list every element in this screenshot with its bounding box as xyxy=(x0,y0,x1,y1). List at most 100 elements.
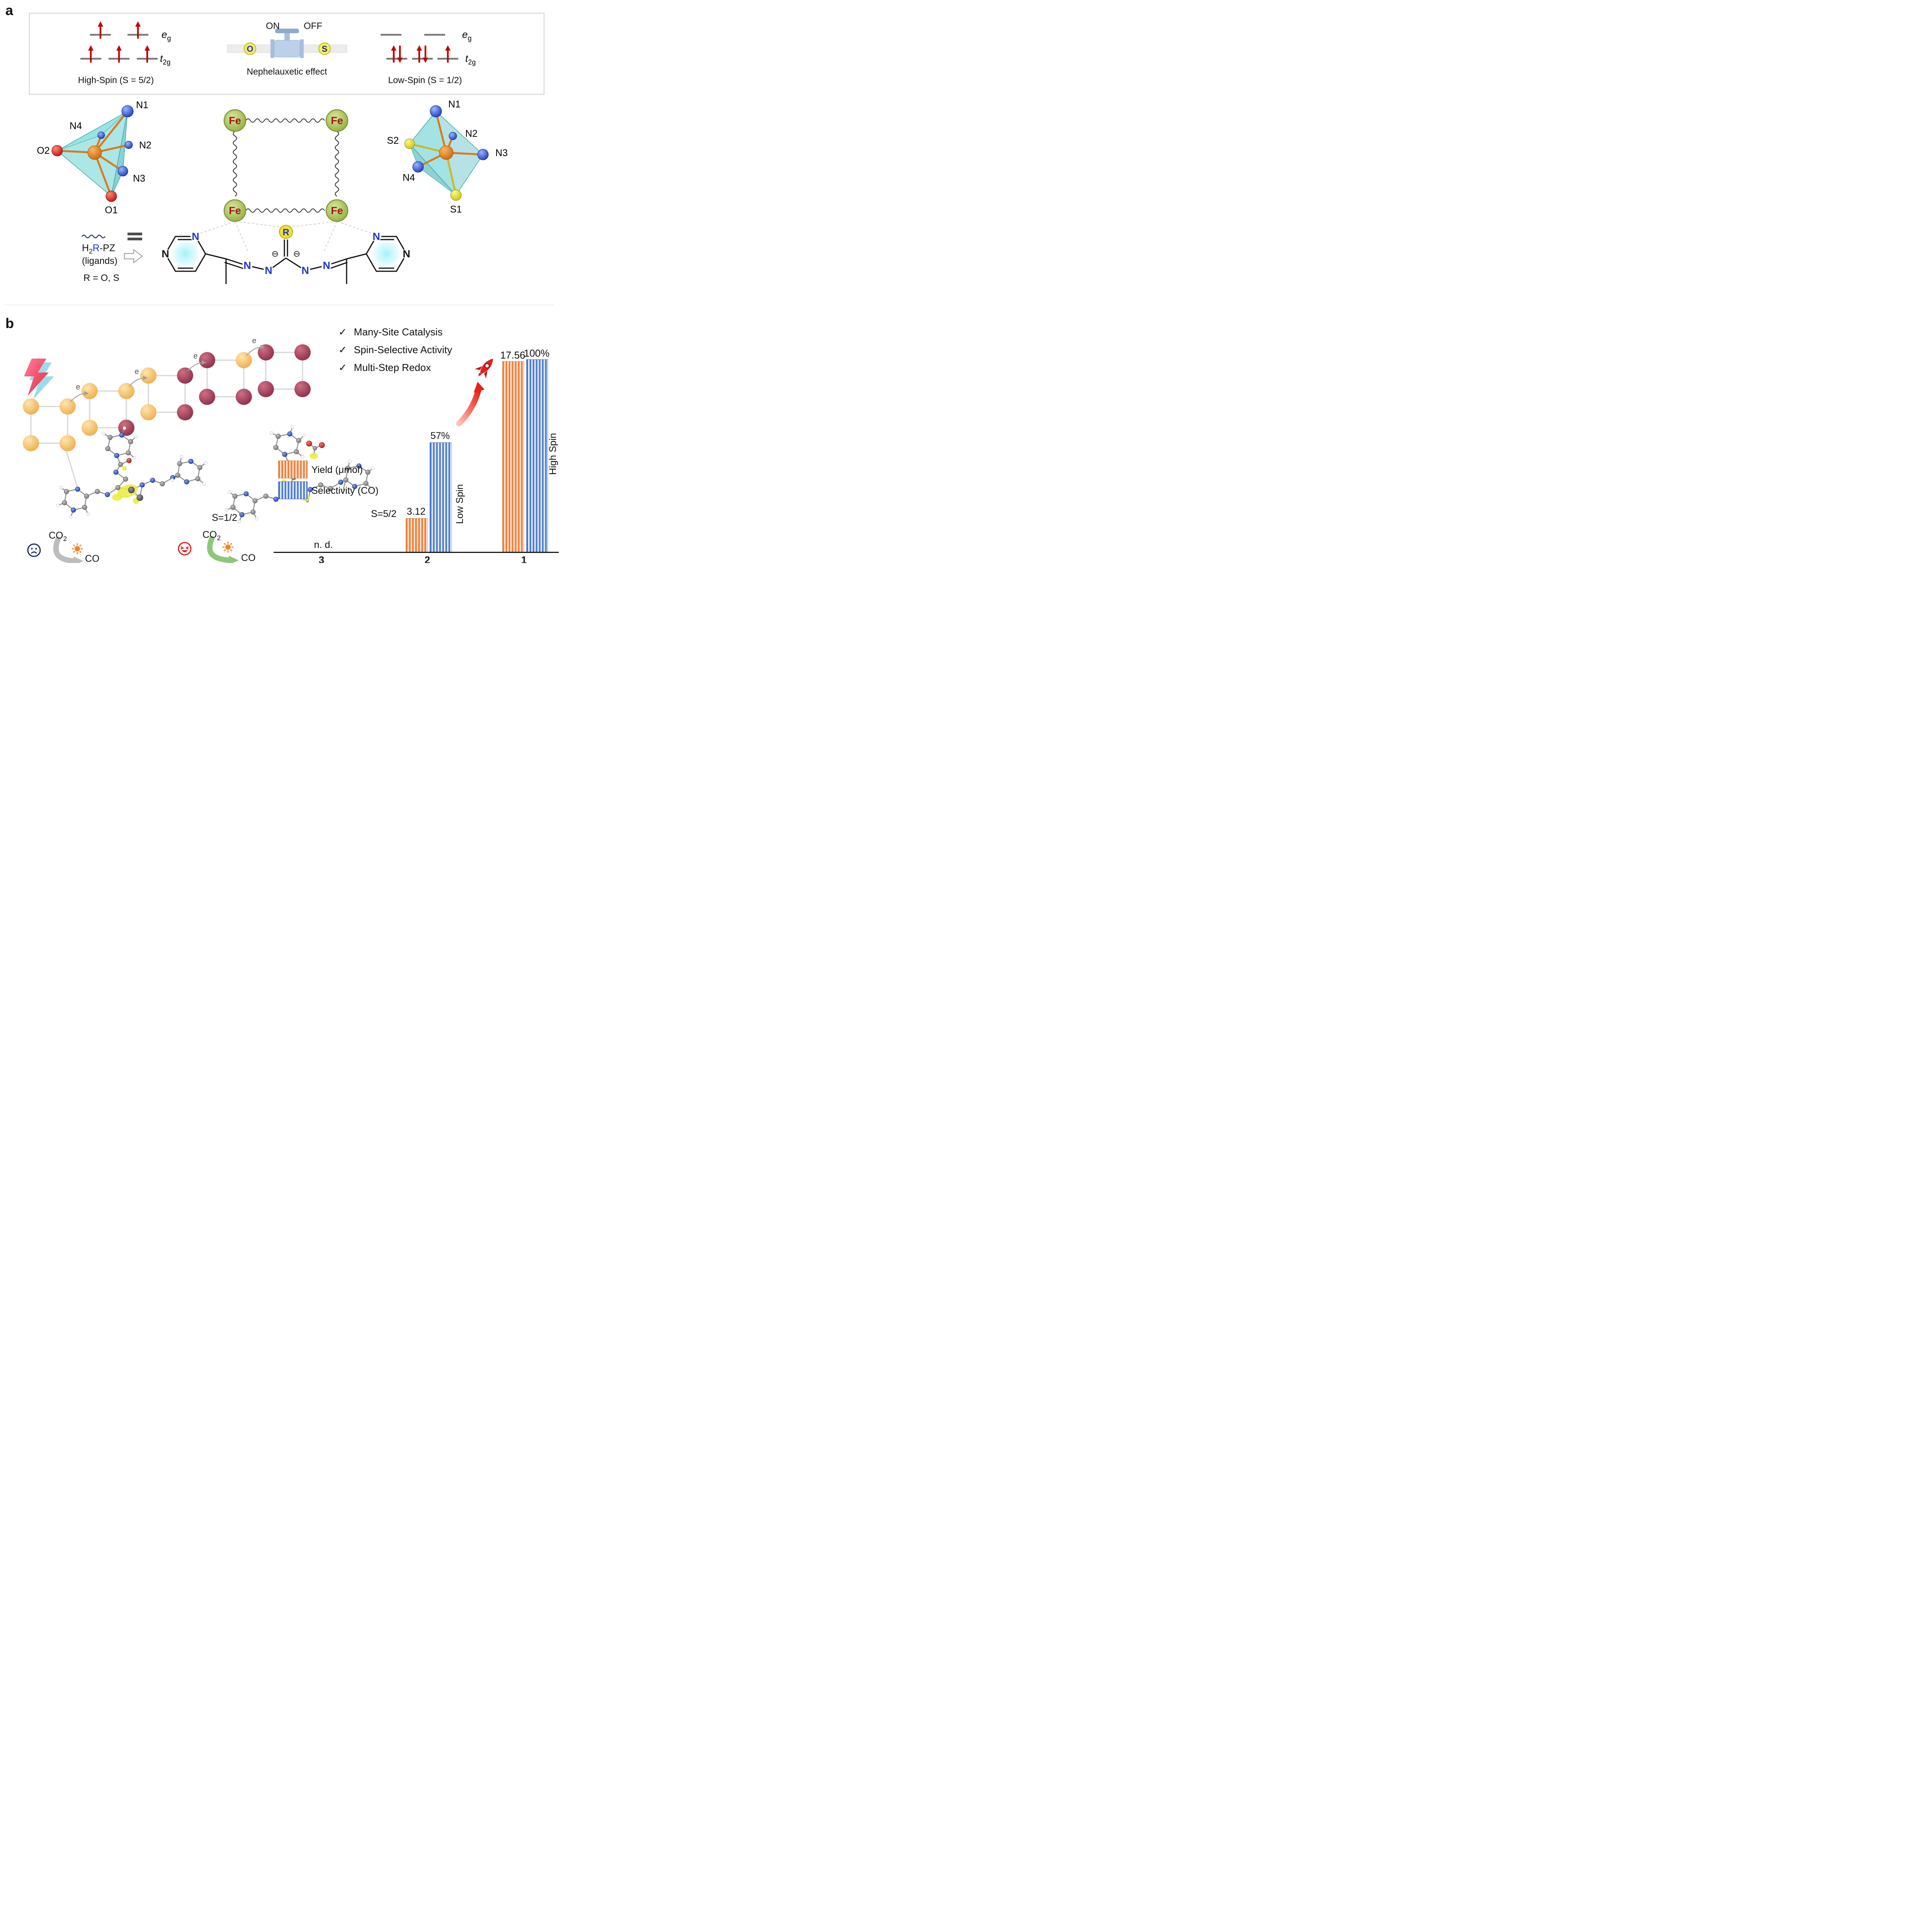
oct-right-s2-label: S2 xyxy=(387,135,399,146)
high-spin-caption: High-Spin (S = 5/2) xyxy=(78,75,154,85)
electron-label: e xyxy=(134,367,139,376)
legend-selectivity-label: Selectivity (CO) xyxy=(311,485,379,496)
happy-face-icon xyxy=(178,542,192,556)
value-label-selectivity-cat2: 57% xyxy=(430,430,450,441)
check-icon: ✓ xyxy=(338,362,347,373)
oct-left-o1-label: O1 xyxy=(105,205,117,216)
r-group-label: R xyxy=(282,227,289,238)
oct-left-n1-label: N1 xyxy=(136,100,148,111)
oct-right-n2-label: N2 xyxy=(465,128,478,139)
checklist-item-3: ✓Multi-Step Redox xyxy=(338,362,431,374)
electron-label: e xyxy=(193,352,197,361)
ring-n-label: N xyxy=(162,248,169,260)
chain-n-label: N xyxy=(301,265,309,276)
annotation-low-spin: Low Spin xyxy=(454,484,465,524)
oct-right-n1-label: N1 xyxy=(448,99,461,110)
chain-n-label: N xyxy=(265,265,272,276)
ligand-suffix: -PZ xyxy=(99,243,116,253)
left-octahedron: N1 N4 O2 N2 N3 O1 xyxy=(37,100,151,216)
oct-right-n4-label: N4 xyxy=(403,172,415,183)
checklist-label: Spin-Selective Activity xyxy=(354,344,452,355)
panel-b-graphics: e e e e xyxy=(23,337,493,563)
spin-label-low: S=1/2 xyxy=(212,512,238,523)
check-icon: ✓ xyxy=(338,326,347,338)
low-spin-caption: Low-Spin (S = 1/2) xyxy=(388,75,462,85)
oct-right-n3-label: N3 xyxy=(495,148,508,158)
squiggle-symbol xyxy=(81,235,106,238)
annotation-high-spin: High Spin xyxy=(548,433,558,475)
oct-left-o2-label: O2 xyxy=(37,145,49,156)
bar-selectivity-cat2 xyxy=(430,442,451,553)
spin-density-blob xyxy=(117,484,138,498)
sun-icon xyxy=(223,542,233,553)
fe-label: Fe xyxy=(229,115,241,126)
ligand-r-options: R = O, S xyxy=(83,273,119,283)
category-label-3: 3 xyxy=(318,554,325,563)
checklist-item-1: ✓Many-Site Catalysis xyxy=(338,326,443,338)
molecule-low-spin xyxy=(56,426,207,519)
valve-on-label: ON xyxy=(266,21,280,31)
fe-label: Fe xyxy=(229,205,241,216)
r-group-circle xyxy=(279,225,293,239)
co2-label-left: CO2 xyxy=(49,530,67,543)
category-label-2: 2 xyxy=(424,554,430,563)
check-icon: ✓ xyxy=(338,344,347,355)
valve-off-label: OFF xyxy=(304,21,322,31)
ligand-r: R xyxy=(92,243,100,253)
fe-label: Fe xyxy=(331,205,343,216)
oct-left-n3-label: N3 xyxy=(133,173,145,184)
fe-ligand-dashes xyxy=(197,221,374,252)
squiggle-links xyxy=(233,118,339,213)
bar-selectivity-cat1 xyxy=(526,359,548,553)
right-octahedron: N1 N2 N3 S2 N4 S1 xyxy=(387,99,508,215)
not-detected-label: n. d. xyxy=(314,539,333,550)
electron-label: e xyxy=(76,383,80,391)
ligand-ligands-label: (ligands) xyxy=(82,256,118,266)
spin-state-box xyxy=(29,13,544,95)
chain-n-label: N xyxy=(243,260,251,271)
valve-caption: Nephelauxetic effect xyxy=(247,66,327,77)
ligand-h: H xyxy=(82,243,89,253)
fe-label: Fe xyxy=(331,115,343,126)
legend-swatch-yield xyxy=(278,461,308,478)
ligand-h-sub: 2 xyxy=(89,247,93,255)
chain-n-label: N xyxy=(323,260,330,271)
co-label-right: CO xyxy=(241,553,256,563)
ligand-structure: R N N N N N N N N ⊖ ⊖ xyxy=(160,225,412,284)
sad-face-icon xyxy=(27,543,41,557)
minus-charge: ⊖ xyxy=(293,249,300,259)
open-arrow-icon xyxy=(124,248,143,264)
value-label-selectivity-cat1: 100% xyxy=(524,347,550,359)
rocket-swoosh xyxy=(456,382,485,427)
fe4-states xyxy=(23,344,311,451)
panel-divider xyxy=(5,304,553,305)
ring-n-label: N xyxy=(403,248,410,260)
spin-label-high: S=5/2 xyxy=(371,509,397,519)
electron-transfer-arrows xyxy=(70,345,265,402)
panel-a-label: a xyxy=(5,2,14,18)
bar-yield-cat1 xyxy=(502,361,524,553)
co2-to-co-arrow-green xyxy=(207,536,239,563)
fe4-square: Fe Fe Fe Fe xyxy=(197,109,374,252)
panel-b-label: b xyxy=(5,315,14,331)
fe-nodes: Fe Fe Fe Fe xyxy=(223,109,349,222)
value-label-yield-cat2: 3.12 xyxy=(406,506,426,517)
figure-page: eg t2g eg t2g xyxy=(0,0,559,563)
rocket-icon xyxy=(474,359,493,379)
minus-charge: ⊖ xyxy=(272,249,279,259)
category-label-1: 1 xyxy=(521,554,527,563)
legend-swatch-selectivity xyxy=(278,481,308,499)
oct-left-n4-label: N4 xyxy=(70,121,82,131)
co2-label-right: CO2 xyxy=(202,529,221,542)
ring-n-label: N xyxy=(372,231,380,242)
fe-center-ball-right xyxy=(439,145,454,160)
oct-left-n2-label: N2 xyxy=(139,140,151,151)
oct-right-s1-label: S1 xyxy=(450,204,462,215)
fe4-oxidation-sequence: e e e e xyxy=(23,337,311,487)
fe-center-ball-left xyxy=(87,145,102,160)
checklist-item-2: ✓ Spin-Selective Activity xyxy=(338,344,452,356)
bar-yield-cat2 xyxy=(406,518,427,553)
co-label-left: CO xyxy=(85,553,100,563)
legend-yield-label: Yield (μmol) xyxy=(311,464,363,475)
chart-x-axis xyxy=(274,552,559,553)
